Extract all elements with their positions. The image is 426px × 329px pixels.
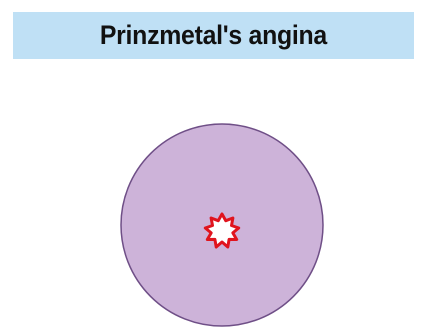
artery-cross-section-diagram — [0, 0, 426, 329]
